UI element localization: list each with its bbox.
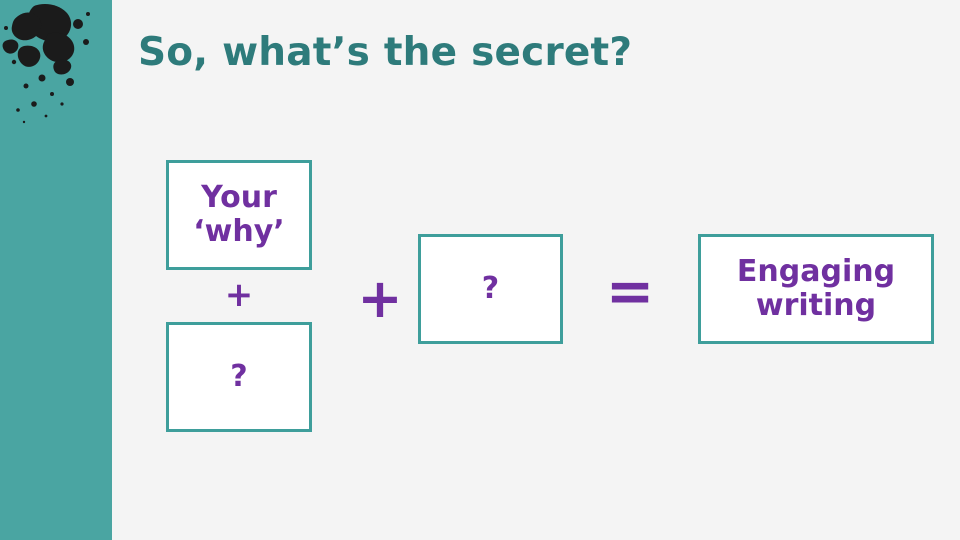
plus-operator: + [357, 266, 403, 330]
result-line1: Engaging [736, 254, 896, 290]
term-unknown-1-box: ? [166, 322, 312, 432]
term-your-why-line1: Your [201, 180, 277, 216]
equals-operator: = [605, 257, 655, 325]
page-title: So, what’s the secret? [138, 30, 633, 75]
result-line2: writing [755, 288, 877, 323]
result-engaging-writing-box: Engaging writing [698, 234, 934, 344]
term-your-why-box: Your ‘why’ [166, 160, 312, 270]
equation-group: Your ‘why’ + ? + ? = Engaging writing [160, 150, 940, 470]
ink-splatter-icon [2, 4, 90, 124]
term-unknown-2-box: ? [418, 234, 563, 344]
term-your-why-line2: ‘why’ [193, 214, 285, 249]
inner-plus-operator: + [224, 275, 254, 315]
left-accent-band [0, 0, 112, 540]
